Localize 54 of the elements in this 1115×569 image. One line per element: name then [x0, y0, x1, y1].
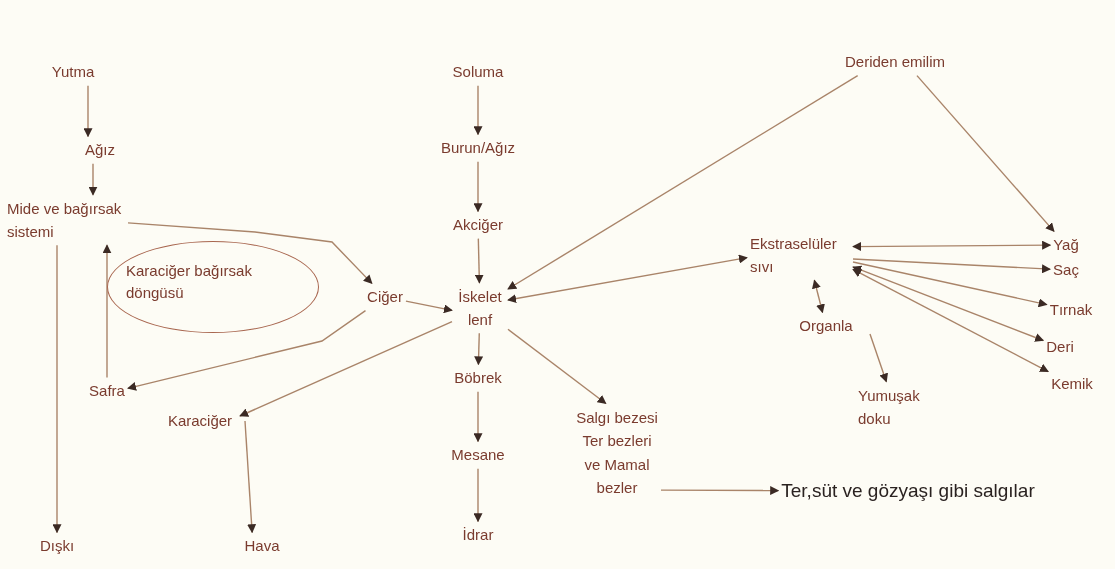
flow-label: Karaciğer: [167, 409, 233, 433]
arrow: [507, 74, 859, 290]
flow-label: Dışkı: [39, 534, 75, 558]
flow-label: Mesane: [451, 443, 505, 467]
arrow: [127, 222, 373, 285]
arrow: [473, 467, 483, 523]
flow-label: Salgı bezesi Ter bezleri ve Mamal bezler: [576, 405, 658, 499]
flow-label: Ter,süt ve gözyaşı gibi salgılar: [781, 476, 1035, 506]
flow-label: Böbrek: [454, 366, 502, 390]
arrow: [239, 320, 453, 417]
arrow: [852, 265, 1045, 342]
arrow: [916, 74, 1055, 233]
flow-label: Safra: [89, 379, 125, 403]
arrow: [102, 244, 112, 379]
arrow: [852, 268, 1049, 373]
arrow: [812, 279, 825, 314]
arrow: [473, 390, 483, 443]
loop-label: Karaciğer bağırsak döngüsü: [126, 261, 253, 303]
flow-label: Ciğer: [367, 285, 403, 309]
flow-label: İdrar: [462, 523, 494, 547]
arrow: [244, 420, 257, 534]
flow-label: Mide ve bağırsak sistemi: [7, 196, 125, 244]
arrow: [52, 244, 62, 534]
flow-label: Yutma: [51, 60, 95, 84]
flow-label: Deri: [1046, 335, 1074, 359]
flow-label: Ağız: [85, 138, 115, 162]
arrow: [473, 84, 483, 136]
flow-label: Organla: [799, 314, 853, 338]
arrow: [473, 160, 483, 213]
flow-label: Soluma: [452, 60, 504, 84]
arrow: [869, 333, 888, 383]
flow-label: Akciğer: [453, 213, 503, 237]
arrow: [88, 162, 98, 196]
arrow: [852, 258, 1051, 274]
arrow: [852, 240, 1052, 252]
flow-label: Burun/Ağız: [440, 136, 516, 160]
arrow: [660, 486, 780, 496]
flow-label: Deriden emilim: [845, 50, 945, 74]
arrow: [474, 332, 484, 366]
arrow: [127, 309, 367, 391]
flow-label: Kemik: [1051, 372, 1093, 396]
arrow: [507, 328, 607, 405]
arrow: [83, 84, 93, 138]
flow-label: Yumuşak doku: [858, 383, 938, 431]
arrow: [852, 261, 1048, 308]
flow-label: Hava: [244, 534, 280, 558]
flow-label: Tırnak: [1049, 298, 1093, 322]
arrow: [507, 254, 748, 304]
flow-label: Ekstraselüler sıvı: [750, 231, 850, 279]
flow-label: Yağ: [1053, 233, 1079, 257]
arrow: [405, 300, 453, 314]
flow-label: Saç: [1053, 258, 1079, 282]
arrow: [474, 237, 484, 284]
flow-label: İskelet lenf: [455, 284, 505, 332]
